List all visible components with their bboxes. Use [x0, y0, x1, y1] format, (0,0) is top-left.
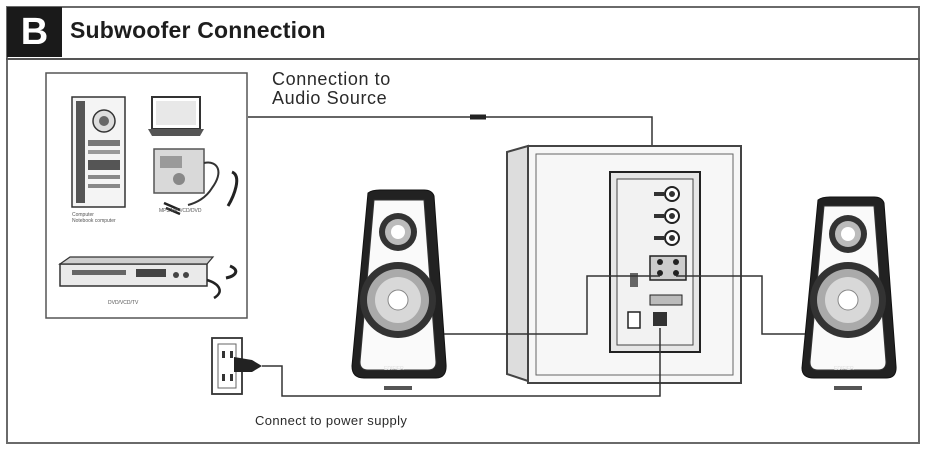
- left-satellite-speaker: [351, 189, 447, 390]
- rca-plug-icon: [163, 201, 181, 216]
- mp3-caption: MP3/MP4/CD/DVD: [159, 208, 202, 214]
- computer-tower-icon: [71, 96, 126, 208]
- right-speaker-brand: EDIFIER: [834, 366, 854, 372]
- volume-knob-icon: [654, 186, 680, 202]
- mp3-player-icon: [153, 148, 239, 207]
- right-speaker-cable: [676, 275, 805, 335]
- power-plug-icon: [234, 357, 262, 372]
- dvd-player-icon: [58, 256, 238, 300]
- subwoofer-cabinet: [506, 144, 742, 384]
- audio-source-label-line1: Connection to: [272, 69, 391, 89]
- computer-caption-line2: Notebook computer: [72, 218, 116, 224]
- section-badge: B: [7, 7, 62, 57]
- treble-knob-icon: [654, 208, 680, 224]
- computer-caption-line1: Computer: [72, 212, 94, 218]
- speaker-output-jacks: [627, 255, 687, 329]
- power-cable-line: [262, 328, 661, 397]
- laptop-icon: [148, 96, 204, 136]
- page-title: Subwoofer Connection: [70, 17, 326, 43]
- dvd-caption: DVD/VCD/TV: [108, 300, 139, 306]
- left-speaker-brand: EDIFIER: [384, 366, 404, 372]
- audio-source-label: Connection to Audio Source: [272, 70, 391, 108]
- computer-caption: Computer Notebook computer: [72, 212, 116, 224]
- bass-knob-icon: [654, 230, 680, 246]
- right-satellite-speaker: [801, 196, 897, 390]
- power-supply-label: Connect to power supply: [255, 413, 408, 428]
- audio-source-label-line2: Audio Source: [272, 88, 388, 108]
- header-divider: [6, 58, 920, 60]
- left-speaker-cable: [444, 275, 660, 335]
